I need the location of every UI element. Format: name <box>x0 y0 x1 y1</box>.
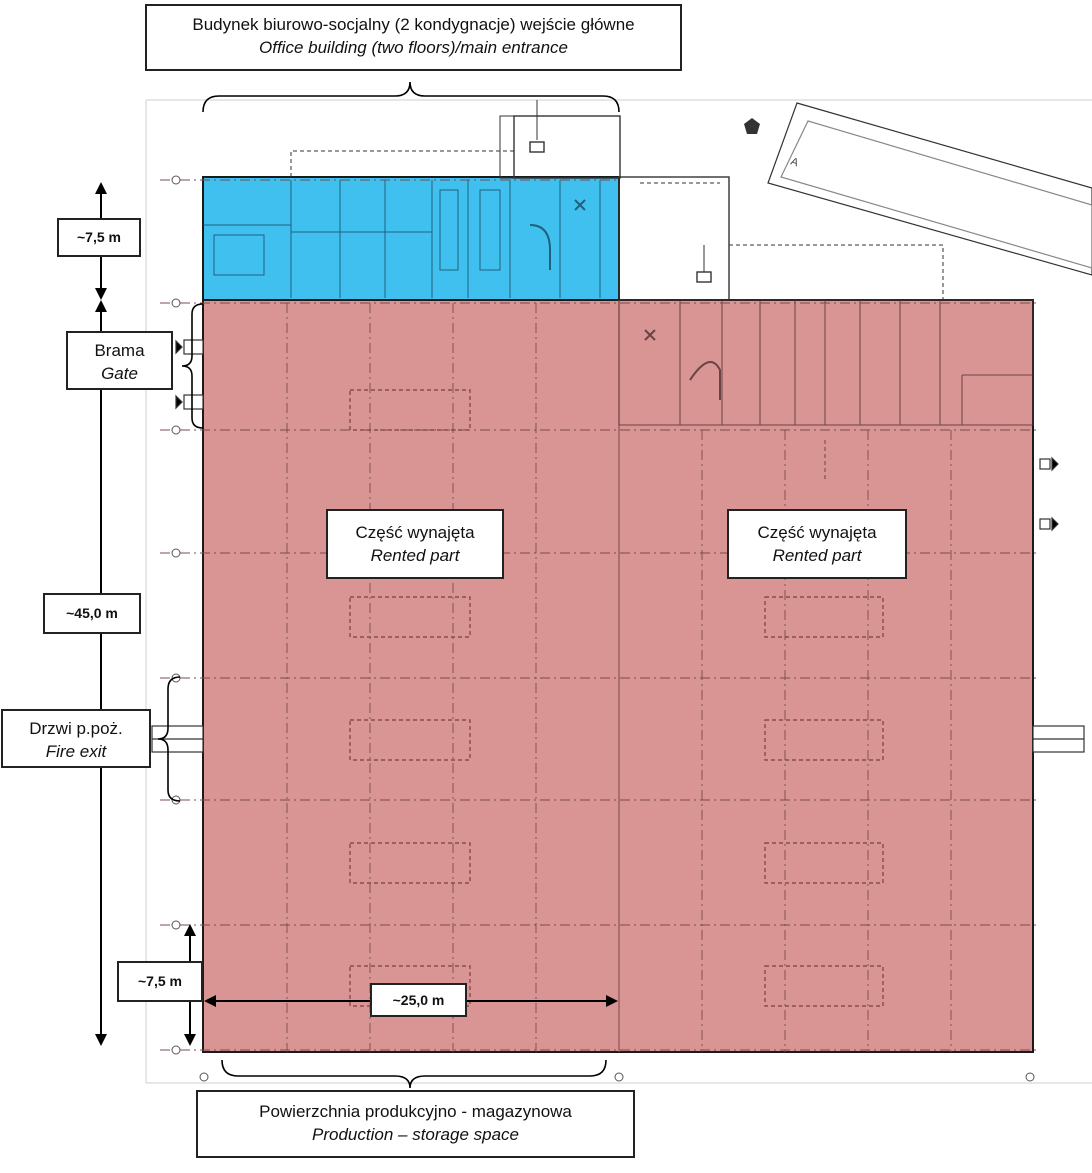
grid-axis-markers <box>171 175 1035 1082</box>
road-outline: A <box>767 102 1092 276</box>
gate-openings <box>175 339 204 410</box>
office-building-label: Budynek biurowo-socjalny (2 kondygnacje)… <box>145 4 682 71</box>
office-partitions <box>203 180 601 298</box>
gate-label-pl: Brama <box>94 341 145 360</box>
span-width-dimension: ~25,0 m <box>370 983 467 1017</box>
office-building-label-pl: Budynek biurowo-socjalny (2 kondygnacje)… <box>192 15 635 34</box>
rented-zone <box>202 299 1034 1053</box>
production-storage-label: Powierzchnia produkcyjno - magazynowa Pr… <box>196 1090 635 1158</box>
rented-part-right-label: Część wynajęta Rented part <box>727 509 907 579</box>
braces <box>157 81 620 1089</box>
production-label-pl: Powierzchnia produkcyjno - magazynowa <box>259 1102 572 1121</box>
entrance-vestibule <box>499 100 621 179</box>
structural-grid <box>160 179 1040 1052</box>
fire-exit-label: Drzwi p.poż. Fire exit <box>1 709 151 768</box>
rented-part-right-pl: Część wynajęta <box>757 523 877 542</box>
site-marker-icon <box>744 118 760 134</box>
rented-part-left-en: Rented part <box>370 546 460 565</box>
rented-part-left-pl: Część wynajęta <box>355 523 475 542</box>
bay-depth-dimension: ~7,5 m <box>117 961 203 1002</box>
gate-label: Brama Gate <box>66 331 173 390</box>
fire-exit-label-en: Fire exit <box>45 742 107 761</box>
fire-exit-doors <box>151 456 1085 753</box>
office-depth-dimension: ~7,5 m <box>57 218 141 257</box>
production-label-en: Production – storage space <box>312 1125 519 1144</box>
right-social-block <box>618 299 1034 480</box>
canopy-outlines <box>290 150 944 300</box>
fire-exit-label-pl: Drzwi p.poż. <box>29 719 123 738</box>
office-building-label-en: Office building (two floors)/main entran… <box>259 38 568 57</box>
gate-label-en: Gate <box>101 364 138 383</box>
office-zone <box>202 176 620 301</box>
rented-part-right-en: Rented part <box>772 546 862 565</box>
hall-depth-dimension: ~45,0 m <box>43 593 141 634</box>
svg-text:A: A <box>789 156 801 170</box>
floor-pits <box>349 389 884 1007</box>
side-entrance <box>618 176 730 301</box>
rented-part-left-label: Część wynajęta Rented part <box>326 509 504 579</box>
sheet-border <box>145 99 1092 1084</box>
